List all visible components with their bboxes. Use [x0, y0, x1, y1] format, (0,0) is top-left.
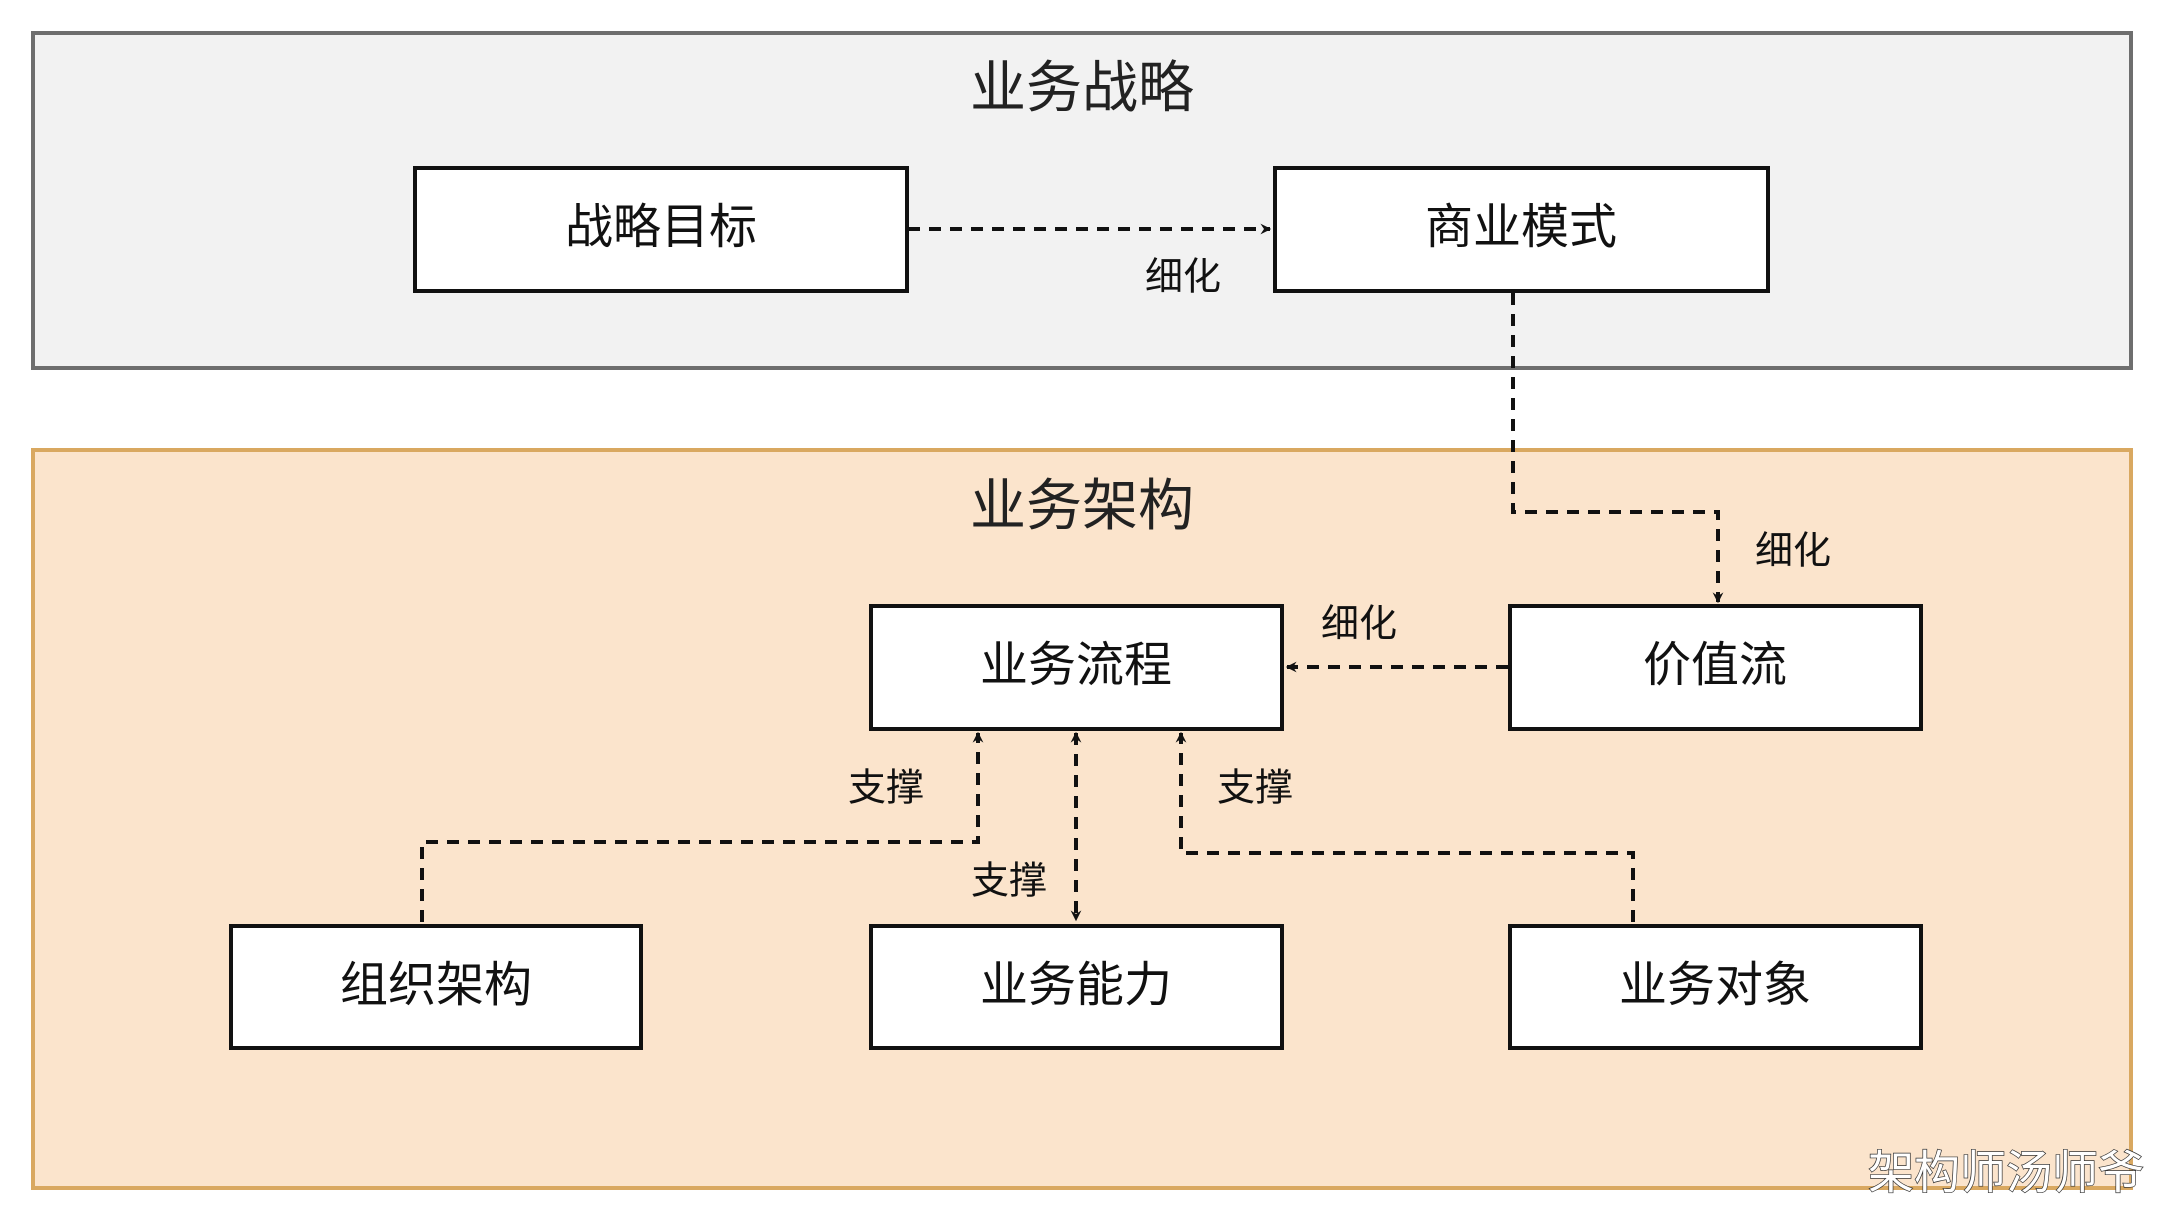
- edges: [420, 223, 1724, 922]
- box-org-structure-label: 组织架构: [340, 957, 532, 1013]
- box-business-object-label: 业务对象: [1619, 957, 1811, 1013]
- box-business-process: 业务流程: [869, 604, 1284, 731]
- edge-label-value-to-process: 细化: [1321, 602, 1397, 646]
- strategy-group-title: 业务战略: [970, 56, 1194, 121]
- box-business-process-label: 业务流程: [980, 637, 1172, 693]
- box-value-stream: 价值流: [1508, 604, 1923, 731]
- strategy-group: 业务战略: [31, 31, 2133, 370]
- architecture-group-frame: [31, 448, 2133, 1190]
- architecture-group-title: 业务架构: [970, 474, 1194, 539]
- edge-org-to-process: [420, 731, 984, 922]
- box-business-capability-label: 业务能力: [980, 957, 1172, 1013]
- box-business-model-label: 商业模式: [1425, 199, 1617, 255]
- edge-label-model-to-value: 细化: [1755, 529, 1831, 573]
- box-strategic-goal: 战略目标: [413, 166, 909, 293]
- edge-labels: 细化 细化 细化 支撑 支撑 支撑: [848, 255, 1831, 903]
- watermark: 架构师汤师爷: [1868, 1146, 2144, 1200]
- box-business-model: 商业模式: [1273, 166, 1770, 293]
- box-business-object: 业务对象: [1508, 924, 1923, 1050]
- box-value-stream-label: 价值流: [1643, 637, 1787, 693]
- strategy-group-frame: [31, 31, 2133, 370]
- edge-label-object-to-process: 支撑: [1217, 766, 1293, 810]
- edge-label-goal-to-model: 细化: [1145, 255, 1221, 299]
- box-org-structure: 组织架构: [229, 924, 643, 1050]
- edge-label-org-to-process: 支撑: [848, 766, 924, 810]
- box-business-capability: 业务能力: [869, 924, 1284, 1050]
- architecture-group: 业务架构: [31, 448, 2133, 1190]
- edge-model-to-value: [1511, 293, 1724, 604]
- edge-object-to-process: [1175, 731, 1635, 922]
- edge-label-capability-to-process: 支撑: [971, 859, 1047, 903]
- box-strategic-goal-label: 战略目标: [565, 199, 757, 255]
